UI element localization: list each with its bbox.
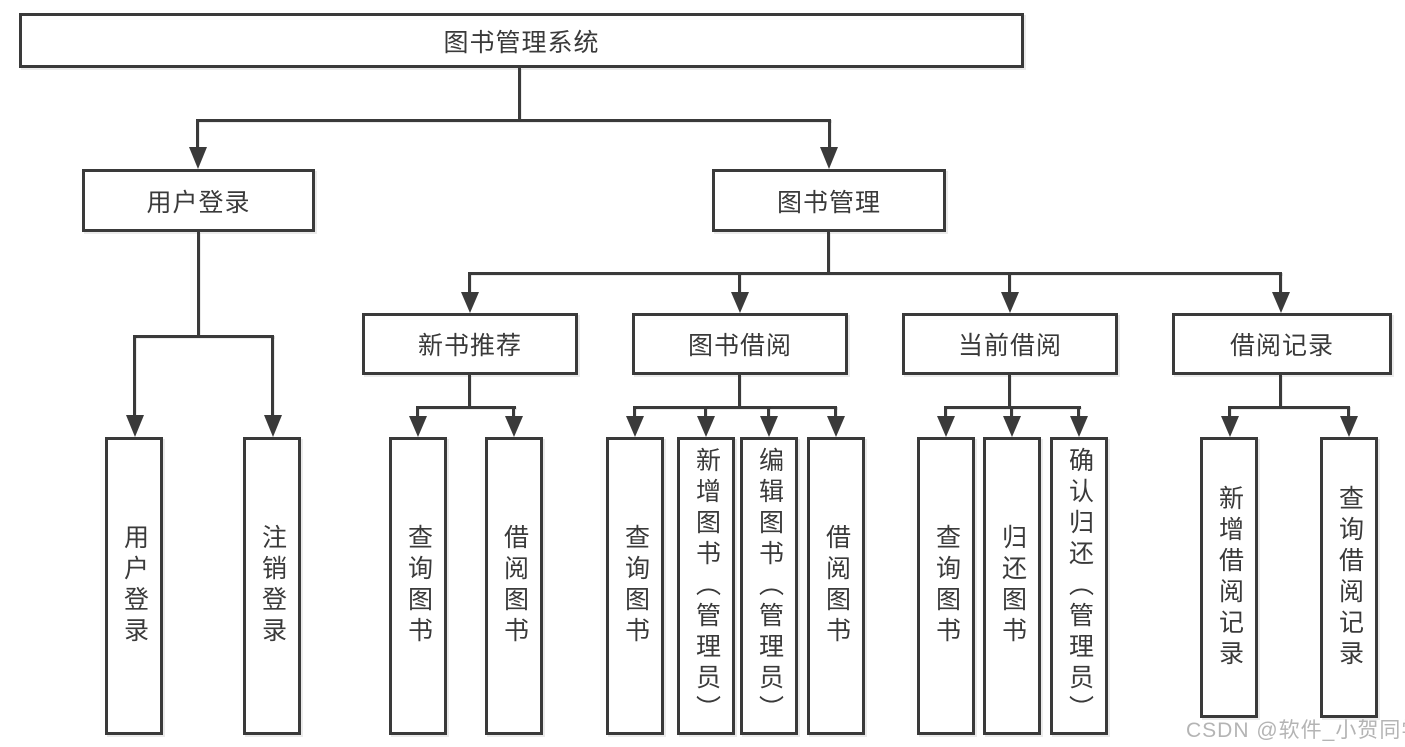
node-leaf-cb-confirm-return-admin: 确认归还（管理员） xyxy=(1050,437,1108,735)
arrowhead-down-icon xyxy=(264,415,282,437)
connector-nb-leaf1 xyxy=(416,406,419,418)
connector-to-borrow-records xyxy=(1279,272,1282,293)
connector-bb-leaf3 xyxy=(767,406,770,418)
node-leaf-br-query-record: 查询借阅记录 xyxy=(1320,437,1378,718)
node-borrow-records: 借阅记录 xyxy=(1172,313,1392,375)
arrowhead-down-icon xyxy=(760,416,778,437)
connector-root-stub xyxy=(518,68,521,119)
node-book-management: 图书管理 xyxy=(712,169,946,232)
connector-to-book-management xyxy=(828,119,831,149)
connector-to-current-borrow xyxy=(1008,272,1011,293)
arrowhead-down-icon xyxy=(189,147,207,169)
connector-br-rail xyxy=(1228,406,1350,409)
arrowhead-down-icon xyxy=(1001,292,1019,313)
connector-to-user-login xyxy=(196,119,199,149)
node-leaf-bb-borrow-books: 借阅图书 xyxy=(807,437,865,735)
connector-nb-rail xyxy=(416,406,516,409)
node-leaf-bb-edit-books-admin: 编辑图书（管理员） xyxy=(740,437,798,735)
node-current-borrow: 当前借阅 xyxy=(902,313,1118,375)
node-leaf-cb-return-books: 归还图书 xyxy=(983,437,1041,735)
connector-cb-leaf1 xyxy=(944,406,947,418)
connector-bb-stub xyxy=(738,375,741,406)
arrowhead-down-icon xyxy=(1070,416,1088,437)
connector-to-leaf-logout xyxy=(271,335,274,416)
connector-cb-stub xyxy=(1008,375,1011,406)
arrowhead-down-icon xyxy=(820,147,838,169)
node-user-login: 用户登录 xyxy=(82,169,315,232)
connector-user-login-stub xyxy=(197,232,200,335)
node-leaf-bb-add-books-admin: 新增图书（管理员） xyxy=(677,437,735,735)
connector-cb-leaf2 xyxy=(1010,406,1013,418)
connector-to-book-borrow xyxy=(738,272,741,293)
connector-cb-leaf3 xyxy=(1077,406,1080,418)
connector-to-leaf-user-login xyxy=(133,335,136,416)
arrowhead-down-icon xyxy=(461,292,479,313)
arrowhead-down-icon xyxy=(937,416,955,437)
connector-bb-leaf2 xyxy=(704,406,707,418)
connector-br-leaf1 xyxy=(1228,406,1231,418)
arrowhead-down-icon xyxy=(1221,416,1239,437)
arrowhead-down-icon xyxy=(505,416,523,437)
connector-br-leaf2 xyxy=(1347,406,1350,418)
connector-br-stub xyxy=(1279,375,1282,406)
node-leaf-bb-query-books: 查询图书 xyxy=(606,437,664,735)
arrowhead-down-icon xyxy=(126,415,144,437)
connector-level2-rail xyxy=(196,119,831,122)
node-leaf-logout: 注销登录 xyxy=(243,437,301,735)
node-leaf-nb-query-books: 查询图书 xyxy=(389,437,447,735)
node-leaf-cb-query-books: 查询图书 xyxy=(917,437,975,735)
node-new-book-recommend: 新书推荐 xyxy=(362,313,578,375)
connector-user-login-rail xyxy=(133,335,274,338)
arrowhead-down-icon xyxy=(697,416,715,437)
connector-to-new-book xyxy=(468,272,471,293)
arrowhead-down-icon xyxy=(409,416,427,437)
connector-bb-leaf4 xyxy=(834,406,837,418)
arrowhead-down-icon xyxy=(1003,416,1021,437)
connector-nb-leaf2 xyxy=(512,406,515,418)
arrowhead-down-icon xyxy=(827,416,845,437)
arrowhead-down-icon xyxy=(731,292,749,313)
node-book-borrow: 图书借阅 xyxy=(632,313,848,375)
connector-nb-stub xyxy=(468,375,471,406)
node-leaf-nb-borrow-books: 借阅图书 xyxy=(485,437,543,735)
arrowhead-down-icon xyxy=(1272,292,1290,313)
arrowhead-down-icon xyxy=(626,416,644,437)
connector-level3-rail xyxy=(468,272,1282,275)
connector-book-mgmt-stub xyxy=(827,232,830,272)
connector-bb-rail xyxy=(633,406,837,409)
node-library-management-system: 图书管理系统 xyxy=(19,13,1024,68)
node-leaf-br-add-record: 新增借阅记录 xyxy=(1200,437,1258,718)
node-leaf-user-login: 用户登录 xyxy=(105,437,163,735)
connector-bb-leaf1 xyxy=(633,406,636,418)
arrowhead-down-icon xyxy=(1340,416,1358,437)
watermark-text: CSDN @软件_小贺同学 xyxy=(1186,719,1405,742)
